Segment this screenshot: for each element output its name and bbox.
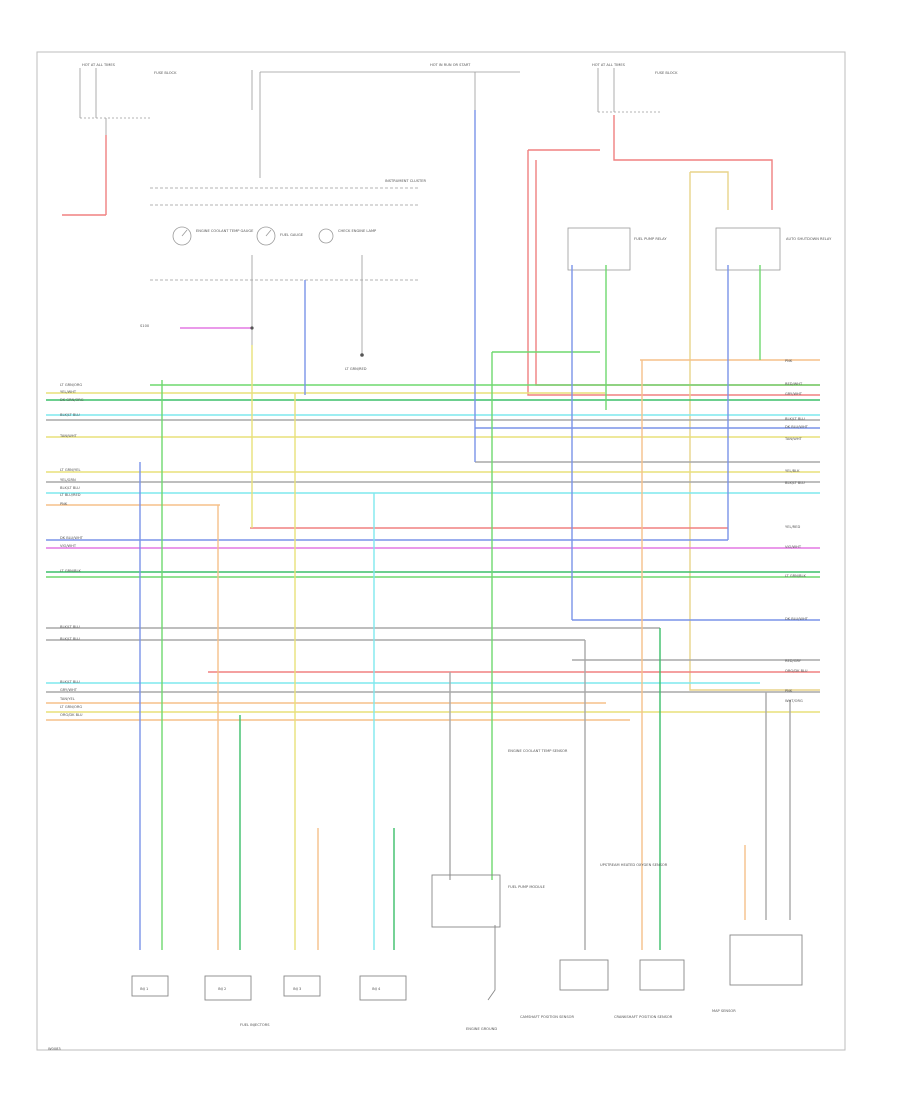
top-left-fuse-block xyxy=(62,68,150,216)
left-wire-label: BLK/LT BLU xyxy=(60,413,80,417)
injector-2-connector xyxy=(204,975,252,1001)
left-wire-label: TAN/YEL xyxy=(59,697,75,701)
left-wire-label: LT GRN/BLK xyxy=(60,569,81,573)
right-wire-label: ORG/DK BLU xyxy=(785,669,808,673)
injector-1-connector xyxy=(131,975,169,997)
right-wire-label: GRY/WHT xyxy=(785,392,803,396)
left-wire-label: LT GRN/ORG xyxy=(60,383,82,387)
left-wire-label: YEL/GRN xyxy=(60,478,76,482)
right-wire-label: PNK xyxy=(785,359,793,363)
label-asd-relay: AUTO SHUTDOWN RELAY xyxy=(786,237,832,241)
corner-code: W0083 xyxy=(48,1047,61,1051)
label-fuse-block-right: FUSE BLOCK xyxy=(655,71,678,75)
right-wire-label: LT GRN/BLK xyxy=(785,574,806,578)
fuel-pump-relay-box xyxy=(567,227,631,271)
left-wire-label: GRY/WHT xyxy=(60,688,78,692)
injector-connectors xyxy=(131,975,407,1001)
crankshaft-sensor-connector xyxy=(639,959,685,991)
right-wire-label: WHT/ORG xyxy=(785,699,803,703)
right-wire-label: VIO/WHT xyxy=(785,545,802,549)
left-wire-label: YEL/WHT xyxy=(60,390,77,394)
relay-boxes xyxy=(567,227,781,271)
left-wire-labels: LT GRN/ORG YEL/WHT DK GRN/ORG BLK/LT BLU TAN… xyxy=(59,383,84,717)
label-fuel-gauge: FUEL GAUGE xyxy=(280,233,304,237)
label-check-engine: CHECK ENGINE LAMP xyxy=(338,229,377,233)
right-wire-label: YEL/RED xyxy=(785,525,800,529)
check-engine-lamp-icon xyxy=(318,228,334,244)
label-fuel-pump-relay: FUEL PUMP RELAY xyxy=(634,237,667,241)
right-wire-label: TAN/WHT xyxy=(784,437,803,441)
fuel-injectors-label: FUEL INJECTORS xyxy=(240,1023,270,1027)
right-wire-label: DK BLU/WHT xyxy=(785,617,809,621)
label-hot-run-start: HOT IN RUN OR START xyxy=(430,63,471,67)
label-splice-left: S100 xyxy=(140,324,150,328)
left-wire-label: LT GRN/ORG xyxy=(60,705,82,709)
right-wire-label: PNK xyxy=(785,689,793,693)
left-wire-label: LT GRN/YEL xyxy=(60,468,81,472)
label-ground: LT GRN/RED xyxy=(345,367,367,371)
label-instrument-cluster: INSTRUMENT CLUSTER xyxy=(385,179,426,183)
fuel-pump-module xyxy=(431,874,501,1001)
diagram-frame xyxy=(36,51,846,1051)
right-wire-label: BLK/LT BLU xyxy=(785,417,805,421)
right-wire-label: BLK/LT BLU xyxy=(785,481,805,485)
ground-node xyxy=(360,353,364,357)
label-hot-at-all-times-left: HOT AT ALL TIMES xyxy=(82,63,116,67)
cam-sensor-label: CAMSHAFT POSITION SENSOR xyxy=(520,1015,574,1019)
engine-temp-gauge-icon xyxy=(172,226,192,246)
yellow-relay-drop xyxy=(689,171,820,691)
left-wire-label: BLK/LT BLU xyxy=(60,486,80,490)
o2-sensor-label: UPSTREAM HEATED OXYGEN SENSOR xyxy=(600,863,668,867)
asd-relay-box xyxy=(715,227,781,271)
left-wire-label: VIO/WHT xyxy=(60,544,77,548)
ckp-sensor-label: CRANKSHAFT POSITION SENSOR xyxy=(614,1015,673,1019)
left-wire-label: PNK xyxy=(60,502,68,506)
gauges xyxy=(172,226,334,246)
right-wire-label: YEL/BLK xyxy=(785,469,800,473)
label-engine-temp-gauge: ENGINE COOLANT TEMP GAUGE xyxy=(196,229,254,233)
injector-2-label: INJ 2 xyxy=(218,987,226,991)
right-wire-label: RED/WHT xyxy=(785,382,803,386)
label-fuse-block-left: FUSE BLOCK xyxy=(154,71,177,75)
magenta-splice xyxy=(180,326,254,330)
camshaft-sensor-connector xyxy=(559,959,609,991)
left-wire-label: DK GRN/ORG xyxy=(60,398,84,402)
left-wire-label: BLK/LT BLU xyxy=(60,625,80,629)
engine-ground-label: ENGINE GROUND xyxy=(466,1027,497,1031)
sensor-connectors xyxy=(559,934,803,991)
injector-4-connector xyxy=(359,975,407,1001)
right-wire-labels: PNK RED/WHT GRY/WHT BLK/LT BLU DK BLU/WHT TAN… xyxy=(784,359,809,703)
right-wire-label: RED/GRY xyxy=(785,659,802,663)
coolant-temp-sensor-label: ENGINE COOLANT TEMP SENSOR xyxy=(508,749,568,753)
left-wire-label: TAN/WHT xyxy=(59,434,78,438)
injector-1-label: INJ 1 xyxy=(140,987,148,991)
fuel-gauge-icon xyxy=(256,226,276,246)
left-wire-label: BLK/LT BLU xyxy=(60,637,80,641)
left-wire-label: DK BLU/WHT xyxy=(60,536,84,540)
fuel-pump-module-label: FUEL PUMP MODULE xyxy=(508,885,546,889)
map-sensor-label: MAP SENSOR xyxy=(712,1009,736,1013)
top-center-feed xyxy=(150,70,520,355)
left-wire-label: ORG/DK BLU xyxy=(60,713,83,717)
right-wire-label: DK BLU/WHT xyxy=(785,425,809,429)
wire-harness xyxy=(46,110,820,950)
injector-3-connector xyxy=(283,975,321,997)
left-wire-label: LT BLU/RED xyxy=(60,493,81,497)
injector-4-label: INJ 4 xyxy=(372,987,381,991)
map-sensor-connector xyxy=(729,934,803,986)
label-hot-at-all-times-right: HOT AT ALL TIMES xyxy=(592,63,626,67)
injector-3-label: INJ 3 xyxy=(293,987,301,991)
top-right-fuse-block xyxy=(597,68,660,113)
left-wire-label: BLK/LT BLU xyxy=(60,680,80,684)
